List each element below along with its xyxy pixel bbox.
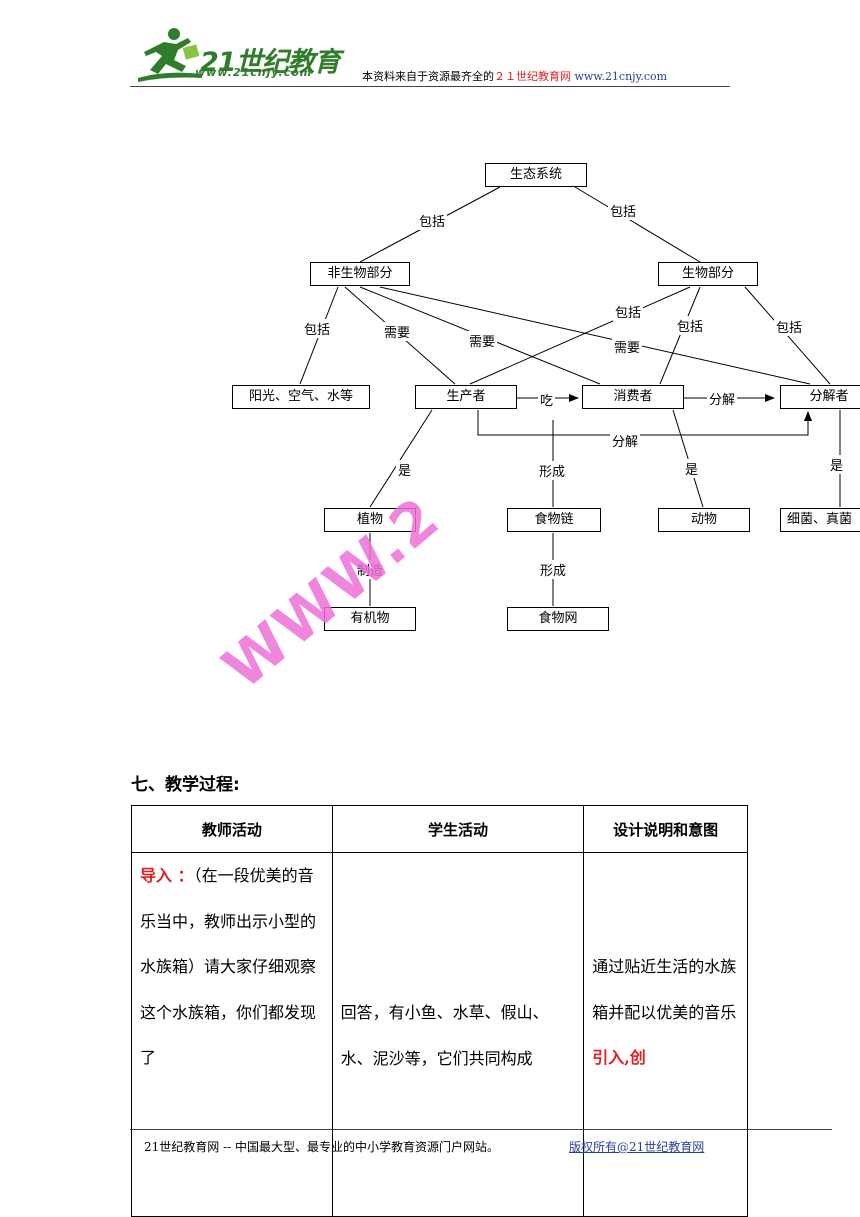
- label-include-3: 包括: [302, 319, 333, 338]
- section-title: 七、教学过程:: [131, 775, 240, 795]
- header-note-url[interactable]: www.21cnjy.com: [574, 70, 668, 83]
- footer-divider: [130, 1129, 832, 1130]
- connector-ecosystem-biotic: [574, 186, 701, 263]
- runner-logo-icon: [138, 28, 202, 82]
- footer-copyright-link[interactable]: 版权所有@21世纪教育网: [569, 1140, 705, 1154]
- logo-text: 21世纪教育: [200, 47, 341, 78]
- label-include-4: 包括: [613, 302, 644, 321]
- node-producer: 生产者: [415, 385, 517, 409]
- header-note: 本资料来自于资源最齐全的２１世纪教育网 www.21cnjy.com: [362, 68, 667, 84]
- connector-consumer-animal: [672, 409, 704, 508]
- footer-text: 21世纪教育网 -- 中国最大型、最专业的中小学教育资源门户网站。: [144, 1140, 500, 1154]
- header-note-site[interactable]: ２１世纪教育网: [494, 70, 571, 83]
- table-header-row: 教师活动 学生活动 设计说明和意图: [131, 805, 748, 853]
- design-intent-red-text: 引入,创: [592, 1048, 646, 1067]
- cell-design-intent: 通过贴近生活的水族箱并配以优美的音乐引入,创: [583, 852, 748, 1217]
- teacher-activity-text: （在一段优美的音乐当中，教师出示小型的水族箱）请大家仔细观察这个水族箱，你们都发…: [140, 866, 317, 1067]
- label-eat: 吃: [538, 390, 556, 409]
- node-decomposer: 分解者: [780, 385, 860, 409]
- label-decompose-1: 分解: [707, 389, 738, 408]
- teaching-process-table: 教师活动 学生活动 设计说明和意图 导入 ：（在一段优美的音乐当中，教师出示小型…: [131, 805, 748, 1217]
- label-need-3: 需要: [612, 337, 643, 356]
- node-plant: 植物: [324, 508, 416, 532]
- connector-producer-plant: [369, 409, 433, 508]
- label-form-2: 形成: [538, 560, 569, 579]
- connector-biotic-consumer: [659, 286, 701, 385]
- header-divider: [130, 86, 730, 87]
- node-abiotic: 非生物部分: [310, 262, 410, 286]
- node-biotic: 生物部分: [658, 262, 758, 286]
- label-include-5: 包括: [675, 316, 706, 335]
- connector-abiotic-decomposer: [379, 286, 811, 385]
- cell-teacher-activity: 导入 ：（在一段优美的音乐当中，教师出示小型的水族箱）请大家仔细观察这个水族箱，…: [131, 852, 333, 1217]
- logo-url: www.21cnjy.com: [195, 66, 313, 79]
- arrow-decompose-2: [477, 410, 812, 436]
- label-is-2: 是: [683, 459, 701, 478]
- label-need-1: 需要: [382, 322, 413, 341]
- node-bacteria-fungi: 细菌、真菌: [780, 508, 860, 532]
- label-decompose-2: 分解: [610, 431, 641, 450]
- table-row: 导入 ：（在一段优美的音乐当中，教师出示小型的水族箱）请大家仔细观察这个水族箱，…: [131, 852, 748, 1217]
- label-is-1: 是: [396, 460, 414, 479]
- node-food-web: 食物网: [507, 607, 609, 631]
- site-logo: [136, 26, 346, 84]
- node-organic-matter: 有机物: [324, 607, 416, 631]
- label-form-1: 形成: [537, 461, 568, 480]
- node-ecosystem: 生态系统: [485, 163, 587, 187]
- header-student-activity: 学生活动: [331, 805, 585, 853]
- label-include-6: 包括: [774, 317, 805, 336]
- label-include-2: 包括: [608, 201, 639, 220]
- lead-in-label: 导入 ：: [140, 866, 194, 885]
- label-make: 制造: [355, 560, 386, 579]
- cell-student-activity: 回答，有小鱼、水草、假山、水、泥沙等，它们共同构成: [331, 852, 585, 1217]
- label-need-2: 需要: [467, 331, 498, 350]
- header-note-prefix: 本资料来自于资源最齐全的: [362, 70, 494, 83]
- ecosystem-concept-map: 生态系统 非生物部分 生物部分 阳光、空气、水等 生产者 消费者 分解者 植物 …: [0, 150, 860, 650]
- student-activity-text: 回答，有小鱼、水草、假山、水、泥沙等，它们共同构成: [340, 1003, 549, 1068]
- node-animal: 动物: [658, 508, 750, 532]
- connector-biotic-producer: [469, 286, 691, 385]
- header-teacher-activity: 教师活动: [131, 805, 333, 853]
- label-include-1: 包括: [417, 211, 448, 230]
- design-intent-text: 通过贴近生活的水族箱并配以优美的音乐: [592, 957, 737, 1022]
- header-design-intent: 设计说明和意图: [583, 805, 748, 853]
- node-food-chain: 食物链: [507, 508, 601, 532]
- node-sun-air-water: 阳光、空气、水等: [232, 385, 370, 409]
- label-is-3: 是: [828, 455, 846, 474]
- node-consumer: 消费者: [582, 385, 684, 409]
